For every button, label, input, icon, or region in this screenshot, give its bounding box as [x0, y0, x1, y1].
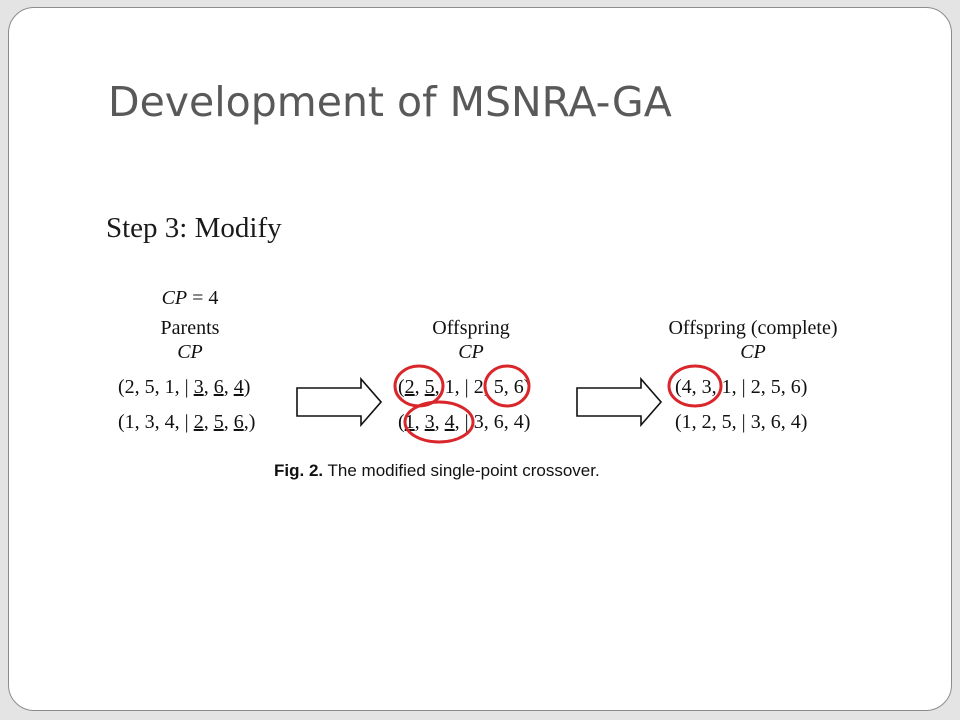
offspring-cp-label: CP [458, 341, 484, 363]
highlight-circle [403, 400, 475, 444]
offspring-row-1: (2, 5, 1, | 2, 5, 6) [398, 376, 530, 398]
highlight-circle [667, 364, 723, 408]
parent-row-1: (2, 5, 1, | 3, 6, 4) [118, 376, 250, 398]
cp-equation: CP = 4 [162, 287, 219, 309]
step-label: Step 3: Modify [106, 212, 282, 244]
offspring-header: Offspring [432, 317, 509, 339]
arrow-right-icon [296, 376, 383, 428]
complete-row-2: (1, 2, 5, | 3, 6, 4) [675, 411, 807, 433]
cp-eq-label: CP [162, 287, 188, 309]
cp-eq-value: = 4 [187, 287, 218, 309]
highlight-circle [483, 364, 531, 408]
parents-header: Parents [161, 317, 220, 339]
offspring-row-2: (1, 3, 4, | 3, 6, 4) [398, 411, 530, 433]
parent-row-2: (1, 3, 4, | 2, 5, 6,) [118, 411, 255, 433]
complete-cp-label: CP [740, 341, 766, 363]
complete-row-1: (4, 3, 1, | 2, 5, 6) [675, 376, 807, 398]
parents-cp-label: CP [177, 341, 203, 363]
crossover-diagram: CP = 4 Parents CP Offspring CP Offspring… [118, 287, 838, 480]
slide: Development of MSNRA-GA Step 3: Modify C… [8, 7, 952, 711]
slide-title: Development of MSNRA-GA [108, 78, 672, 126]
arrow-right-icon [576, 376, 663, 428]
figure-caption: Fig. 2. The modified single-point crosso… [274, 461, 600, 480]
complete-header: Offspring (complete) [668, 317, 837, 339]
